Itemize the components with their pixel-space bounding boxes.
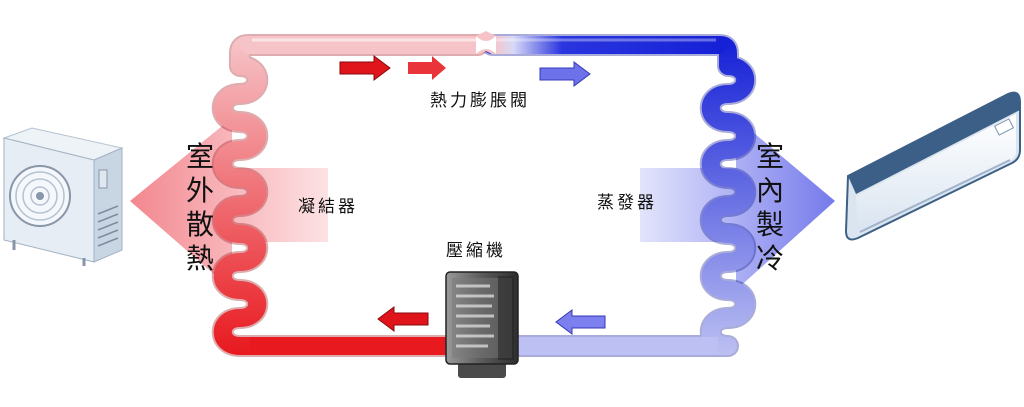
evaporator-label: 蒸發器 — [597, 193, 657, 213]
outdoor-unit — [2, 127, 124, 266]
compressor — [445, 271, 519, 378]
flow-arrow-top-3 — [539, 61, 591, 87]
indoor-ac-unit — [844, 91, 1021, 241]
indoor-cooling-label: 室內製冷 — [755, 140, 784, 275]
condenser-label: 凝結器 — [298, 197, 358, 217]
flow-arrow-bottom-hot — [377, 306, 429, 332]
expansion-valve-label: 熱力膨脹閥 — [430, 91, 530, 111]
flow-arrow-bottom-cold — [555, 309, 606, 335]
flow-arrow-top-1 — [339, 55, 391, 81]
refrigerant-loop — [211, 30, 757, 357]
outdoor-heat-label: 室外散熱 — [185, 140, 214, 275]
expansion-valve — [476, 36, 496, 54]
compressor-label: 壓縮機 — [446, 241, 506, 261]
flow-arrow-top-2 — [408, 56, 446, 80]
